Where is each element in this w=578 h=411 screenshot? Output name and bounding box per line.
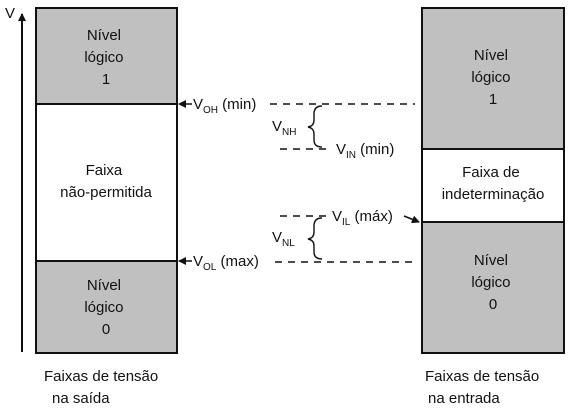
voh-threshold: VOH (min) [178, 96, 415, 116]
input-low-label: Nível lógico 0 [471, 252, 514, 313]
vol-threshold: VOL (max) [178, 253, 415, 273]
vih-label: VIN (min) [336, 141, 394, 161]
vil-label: VIL (máx) [332, 208, 393, 228]
vih-threshold: VIN (min) [280, 141, 394, 161]
input-column: Nível lógico 1 Faixa de indeterminação N… [421, 7, 565, 407]
input-indeterminate-label: Faixa de indeterminação [442, 164, 545, 203]
vil-arrow [403, 215, 420, 224]
voh-label: VOH (min) [193, 96, 256, 116]
output-forbidden-region [35, 103, 178, 262]
vnh-margin: VNH [272, 105, 323, 148]
input-low-region [421, 221, 565, 354]
input-caption: Faixas de tensão na entrada [425, 368, 543, 407]
output-high-label: Nível lógico 1 [84, 27, 127, 88]
vnl-brace [307, 217, 323, 260]
vil-threshold: VIL (máx) [280, 208, 420, 228]
vnl-label: VNL [272, 229, 295, 249]
output-column: Nível lógico 1 Faixa não-permitida Nível… [35, 7, 178, 407]
voltage-axis-label: V [5, 5, 15, 22]
output-caption: Faixas de tensão na saída [44, 368, 162, 407]
vnh-label: VNH [272, 118, 296, 138]
output-low-region [35, 260, 178, 354]
output-forbidden-label: Faixa não-permitida [60, 162, 152, 201]
output-low-label: Nível lógico 0 [84, 277, 127, 338]
input-high-label: Nível lógico 1 [471, 47, 514, 108]
vol-label: VOL (max) [193, 253, 259, 273]
vnh-brace [307, 105, 323, 148]
vnl-margin: VNL [272, 217, 323, 260]
